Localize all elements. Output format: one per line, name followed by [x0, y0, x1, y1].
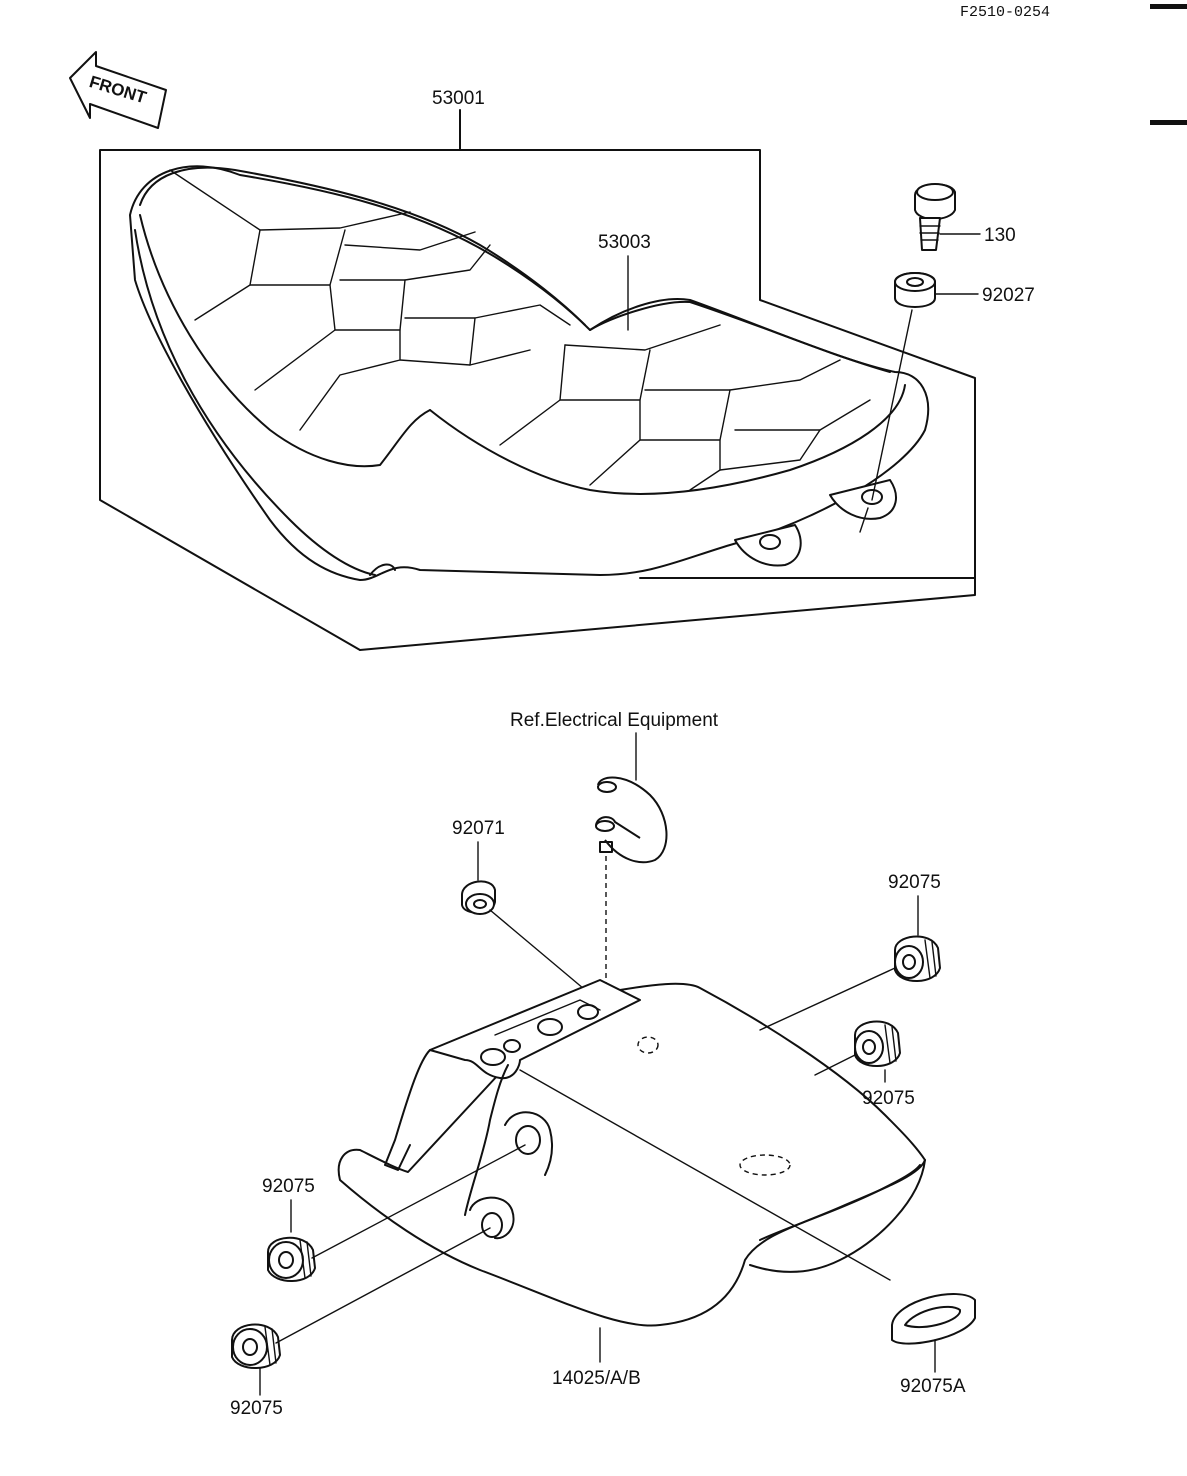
margin-mark-top [1150, 4, 1187, 9]
seat-illustration [129, 165, 930, 581]
label-damper-bottom-right: 92075A [900, 1376, 966, 1397]
label-damper-upper-right: 92075 [888, 872, 941, 893]
front-arrow-icon: FRONT [69, 51, 167, 129]
label-collar: 92027 [982, 285, 1035, 306]
seat-assembly-frame [99, 109, 976, 651]
damper-icon-left-upper [267, 1236, 316, 1282]
grommet-icon [461, 880, 496, 915]
label-seat-assembly: 53001 [432, 88, 485, 109]
label-damper-left-upper: 92075 [262, 1176, 315, 1197]
label-cover: 14025/A/B [552, 1368, 641, 1389]
reference-note: Ref.Electrical Equipment [510, 710, 719, 731]
label-seat-cover: 53003 [598, 232, 651, 253]
damper-icon-upper-right [894, 935, 941, 982]
wire-clamp-icon [595, 776, 668, 864]
damper-icon-mid-right [854, 1020, 901, 1067]
label-damper-left-lower: 92075 [230, 1398, 283, 1419]
damper-icon-bottom-right [891, 1293, 976, 1345]
label-clamp-grommet: 92071 [452, 818, 505, 839]
damper-icon-left-lower [231, 1323, 281, 1369]
label-damper-mid-right: 92075 [862, 1088, 915, 1109]
cover-illustration [337, 979, 926, 1327]
collar-icon [894, 272, 936, 308]
bolt-icon [914, 183, 956, 251]
margin-mark-mid [1150, 120, 1187, 125]
drawing-code: F2510-0254 [960, 4, 1050, 21]
label-bolt: 130 [984, 225, 1016, 246]
